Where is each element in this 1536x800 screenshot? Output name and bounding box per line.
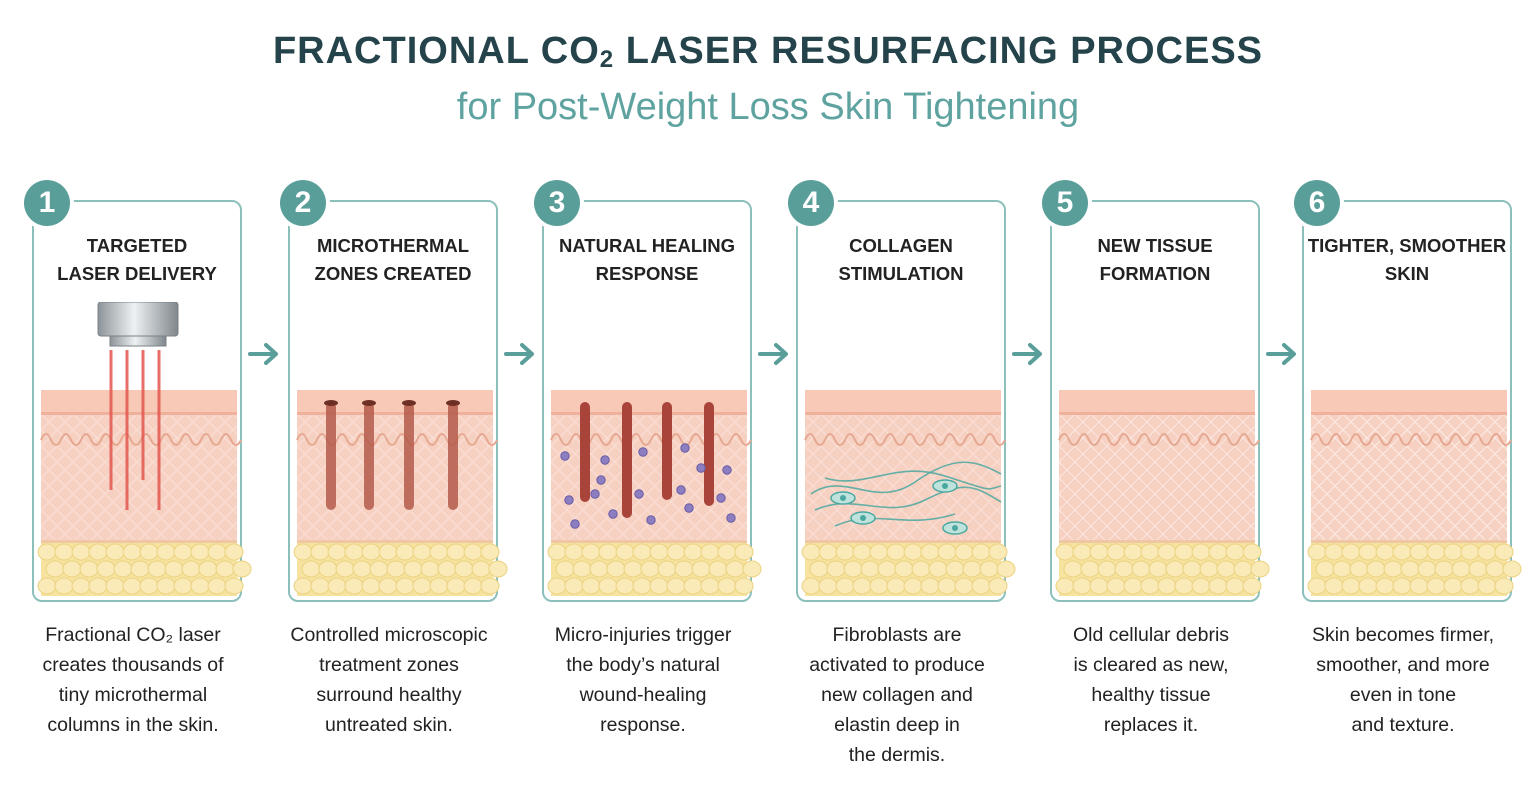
step-description: Old cellular debris is cleared as new, h… <box>1072 624 1230 736</box>
page-title: FRACTIONAL CO2 LASER RESURFACING PROCESS <box>0 30 1536 74</box>
immune-cell <box>696 463 706 473</box>
step-card: NEW TISSUE FORMATION <box>1050 200 1270 602</box>
title-subscript: 2 <box>599 46 615 73</box>
step-title: MICROTHERMAL ZONES CREATED <box>314 235 472 284</box>
immune-cell <box>676 485 686 495</box>
step-description: Fractional CO₂ laser creates thousands o… <box>42 624 224 736</box>
skin-cross-section <box>37 350 252 596</box>
step-number-badge: 6 <box>1294 180 1340 226</box>
immune-cell <box>680 443 690 453</box>
arrow-right-icon <box>504 341 538 367</box>
immune-cell <box>560 451 570 461</box>
step-description: Fibroblasts are activated to produce new… <box>809 624 985 766</box>
step-title: COLLAGEN STIMULATION <box>838 235 964 284</box>
immune-cell <box>564 495 574 505</box>
treatment-column <box>326 402 336 510</box>
skin-cross-section <box>293 390 508 596</box>
immune-cell <box>590 489 600 499</box>
laser-beam <box>141 350 145 480</box>
arrow-right-icon <box>248 341 282 367</box>
laser-beam <box>109 350 113 490</box>
immune-cell <box>608 509 618 519</box>
injury-column <box>662 402 672 500</box>
step-title: TARGETED LASER DELIVERY <box>57 235 217 284</box>
step-description: Controlled microscopic treatment zones s… <box>290 624 488 736</box>
immune-cell <box>596 475 606 485</box>
skin-cross-section <box>547 390 762 596</box>
immune-cell <box>716 493 726 503</box>
immune-cell <box>722 465 732 475</box>
step-number-badge: 2 <box>280 180 326 226</box>
immune-cell <box>600 455 610 465</box>
immune-cell <box>570 519 580 529</box>
arrow-right-icon <box>1266 341 1300 367</box>
step-number-badge: 4 <box>788 180 834 226</box>
step-card: TIGHTER, SMOOTHER SKIN <box>1302 200 1522 602</box>
skin-cross-section <box>1307 390 1522 596</box>
treatment-column <box>448 402 458 510</box>
immune-cell <box>726 513 736 523</box>
step-card: COLLAGEN STIMULATION <box>796 200 1016 602</box>
title-text-a: FRACTIONAL CO <box>272 30 600 72</box>
step-number-badge: 3 <box>534 180 580 226</box>
skin-cross-section <box>801 390 1016 596</box>
laser-handpiece-icon <box>96 301 180 352</box>
collagen-fiber <box>824 470 1002 490</box>
step-title: NEW TISSUE FORMATION <box>1097 235 1213 284</box>
treatment-column <box>404 402 414 510</box>
step-number-badge: 5 <box>1042 180 1088 226</box>
page-subtitle: for Post-Weight Loss Skin Tightening <box>456 86 1080 128</box>
injury-column <box>622 402 632 518</box>
treatment-column <box>364 402 374 510</box>
collagen-fiber <box>834 513 956 527</box>
collagen-fiber <box>810 461 1002 495</box>
step-number-badge: 1 <box>24 180 70 226</box>
immune-cell <box>646 515 656 525</box>
step-description: Micro-injuries trigger the body’s natura… <box>554 624 732 736</box>
step-description: Skin becomes firmer, smoother, and more … <box>1311 624 1495 736</box>
immune-cell <box>684 503 694 513</box>
arrow-right-icon <box>758 341 792 367</box>
laser-beam <box>157 350 161 510</box>
step-card: MICROTHERMAL ZONES CREATED <box>288 200 508 602</box>
step-title: TIGHTER, SMOOTHER SKIN <box>1307 235 1507 284</box>
injury-column <box>580 402 590 502</box>
step-title: NATURAL HEALING RESPONSE <box>558 235 736 284</box>
skin-cross-section <box>1055 390 1270 596</box>
step-card: TARGETED LASER DELIVERY <box>32 200 252 602</box>
immune-cell <box>634 489 644 499</box>
injury-column <box>704 402 714 506</box>
immune-cell <box>638 447 648 457</box>
laser-beam <box>125 350 129 510</box>
arrow-right-icon <box>1012 341 1046 367</box>
step-card: NATURAL HEALING RESPONSE <box>542 200 762 602</box>
title-text-b: LASER RESURFACING PROCESS <box>614 30 1264 72</box>
